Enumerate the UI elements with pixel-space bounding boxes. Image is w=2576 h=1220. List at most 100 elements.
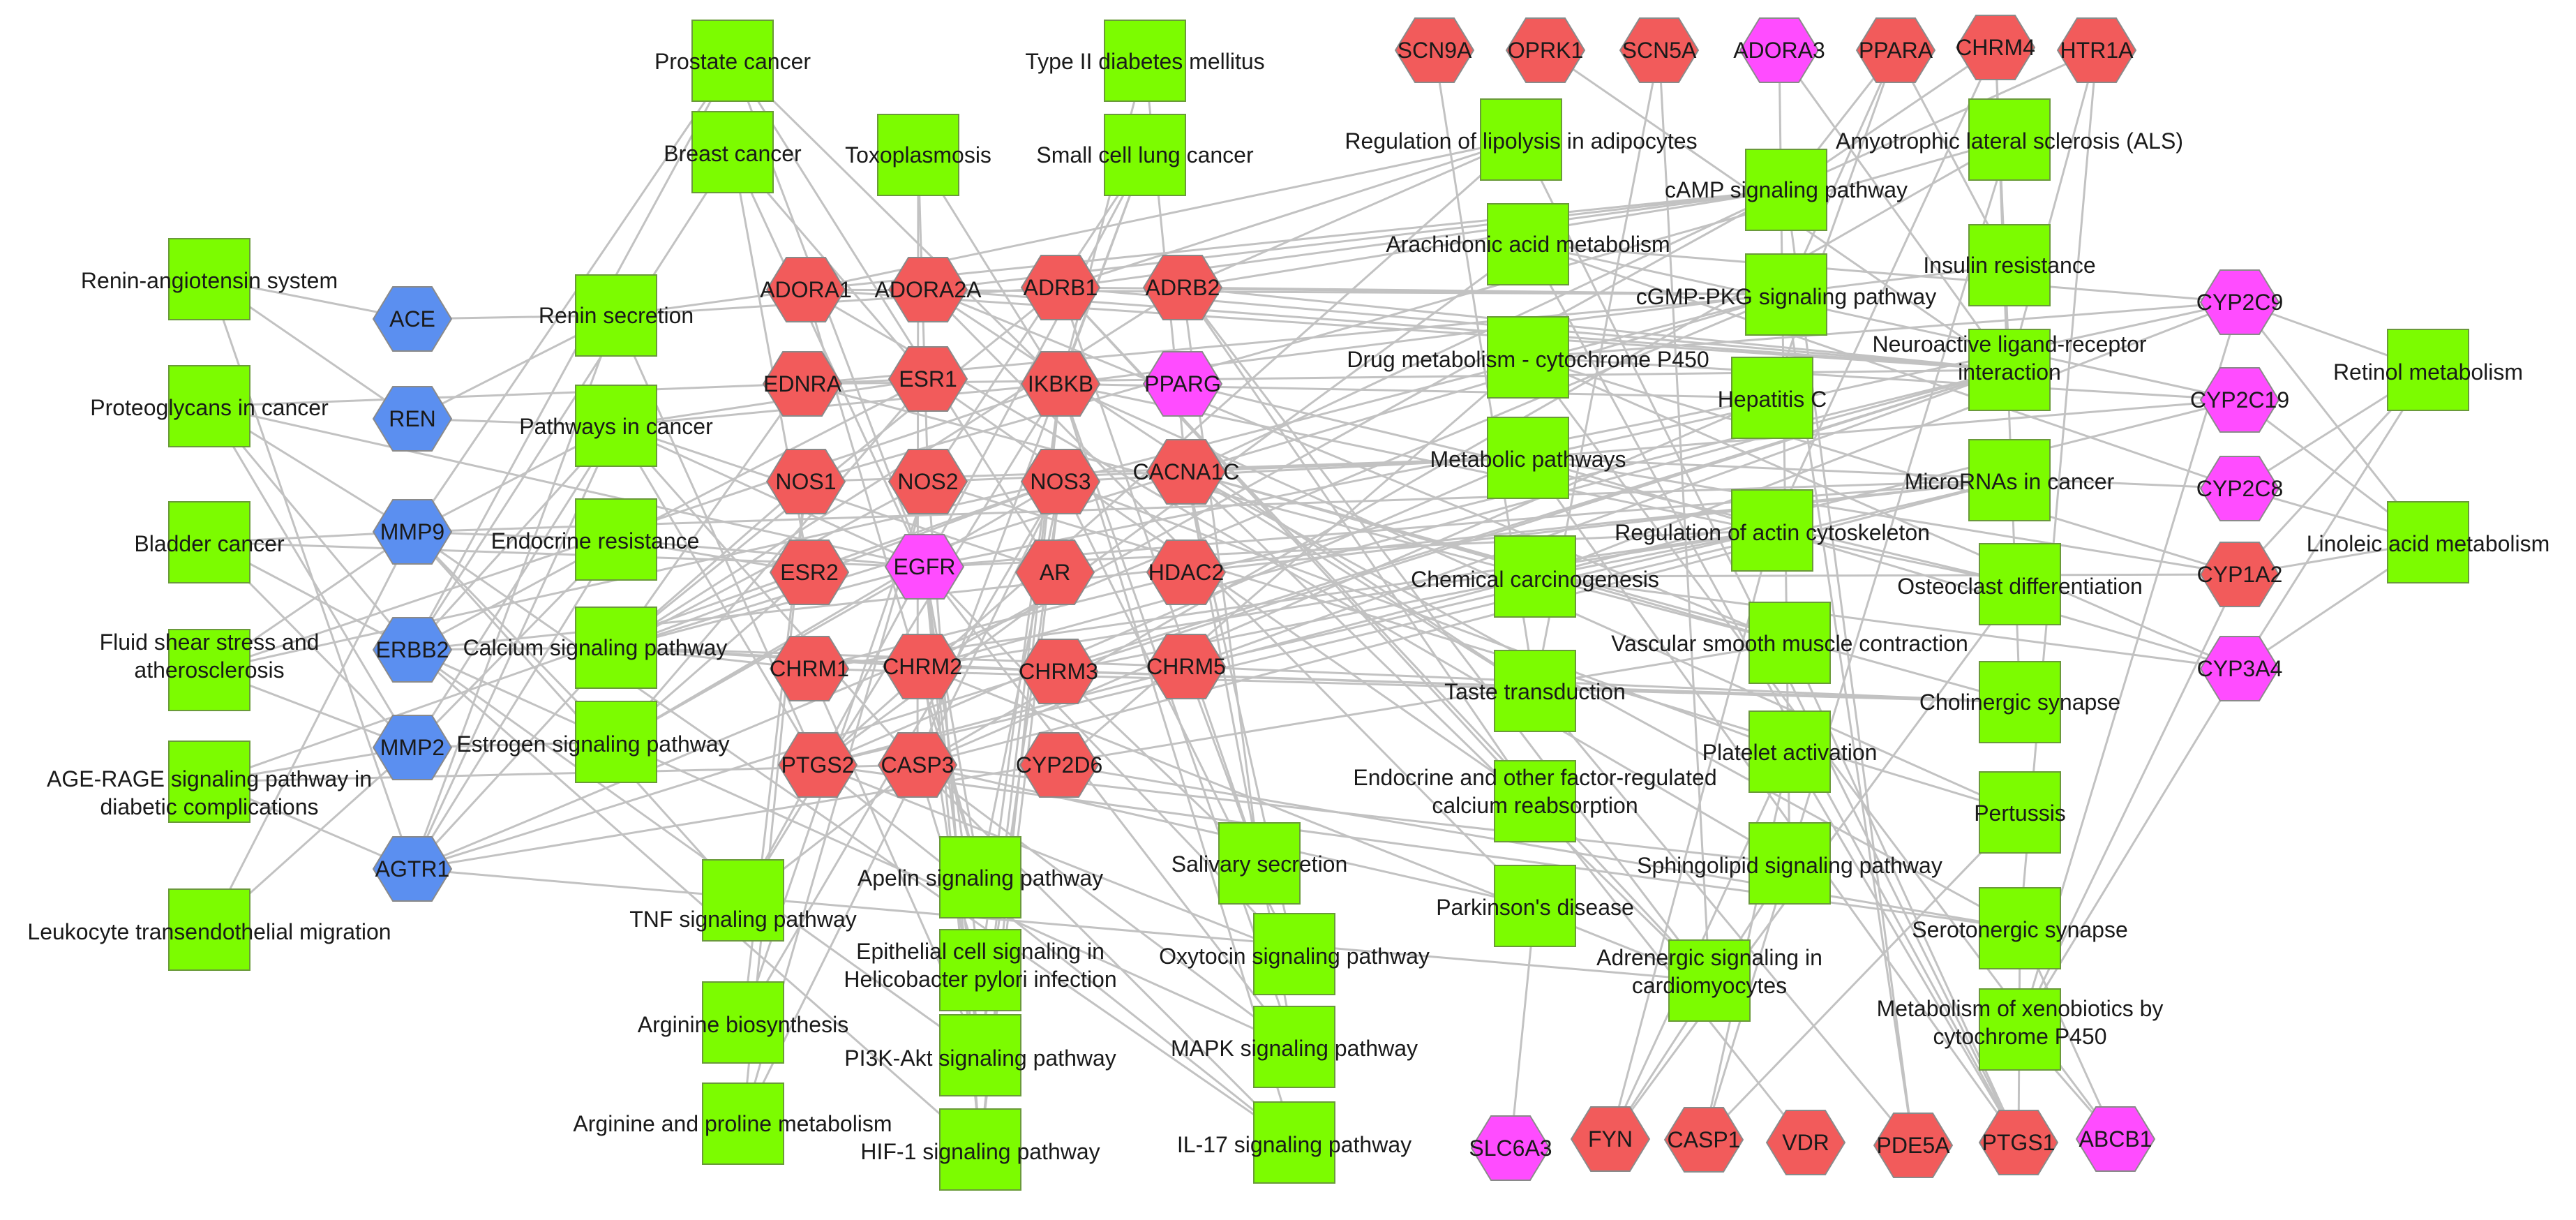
target-hexagon xyxy=(1978,1110,2059,1175)
pathway-square xyxy=(1668,939,1751,1022)
pathway-node-breast: Breast cancer xyxy=(664,111,802,193)
edge xyxy=(1771,47,1997,531)
target-label: CYP2C19 xyxy=(2190,387,2289,412)
pathway-label: Endocrine and other factor-regulated xyxy=(1353,765,1716,790)
pathway-node-calc: Calcium signaling pathway xyxy=(463,607,727,689)
target-hexagon xyxy=(1020,351,1101,417)
pathway-node-drug: Drug metabolism - cytochrome P450 xyxy=(1347,316,1709,399)
edge xyxy=(1534,301,2240,578)
pathway-square xyxy=(691,111,774,193)
edge xyxy=(411,60,734,650)
target-node-chrm4: CHRM4 xyxy=(1955,15,2036,80)
pathway-node-cgmp: cGMP-PKG signaling pathway xyxy=(1636,253,1936,336)
edge xyxy=(1185,470,2021,704)
target-hexagon xyxy=(877,732,958,798)
edge xyxy=(208,406,414,748)
pathway-square xyxy=(1748,602,1831,684)
edge xyxy=(1778,50,2011,371)
target-label: CASP1 xyxy=(1668,1127,1741,1152)
pathway-node-bladder: Bladder cancer xyxy=(134,501,285,583)
target-hexagon xyxy=(2199,636,2280,701)
pathway-label: Regulation of actin cytoskeleton xyxy=(1615,520,1930,545)
pathway-node-endoca: Endocrine and other factor-regulatedcalc… xyxy=(1353,760,1717,842)
pathway-label: Retinol metabolism xyxy=(2333,359,2523,385)
pathway-label: Apelin signaling pathway xyxy=(858,865,1103,891)
pathway-node-leuko: Leukocyte transendothelial migration xyxy=(27,888,391,971)
target-node-cyp3a4: CYP3A4 xyxy=(2197,636,2282,701)
edge xyxy=(411,151,734,650)
edge xyxy=(1527,456,2240,490)
edge xyxy=(1185,470,2021,930)
target-hexagon xyxy=(888,346,968,412)
pathway-label: AGE-RAGE signaling pathway in xyxy=(47,766,372,791)
edge xyxy=(927,154,1146,482)
pathway-node-chemcarc: Chemical carcinogenesis xyxy=(1411,535,1659,618)
edge xyxy=(731,60,1056,573)
pathway-square xyxy=(2387,501,2469,583)
target-node-fyn: FYN xyxy=(1570,1106,1651,1172)
edge xyxy=(1060,138,1522,289)
edge xyxy=(1534,575,2240,670)
target-node-chrm3: CHRM3 xyxy=(1018,639,1099,704)
target-label: SCN5A xyxy=(1622,38,1697,63)
edge xyxy=(731,151,926,567)
target-node-pde5a: PDE5A xyxy=(1873,1113,1954,1178)
pathway-label: Breast cancer xyxy=(664,141,802,166)
target-node-ptgs1: PTGS1 xyxy=(1978,1110,2059,1175)
target-node-nos3: NOS3 xyxy=(1020,449,1101,514)
edge xyxy=(1534,690,1915,1146)
target-hexagon xyxy=(769,636,850,701)
target-label: MMP2 xyxy=(380,735,444,760)
pathway-label: Sphingolipid signaling pathway xyxy=(1637,853,1942,878)
target-hexagon xyxy=(372,499,453,565)
pathway-label: Serotonergic synapse xyxy=(1912,917,2128,942)
edge xyxy=(412,479,2010,533)
pathway-square xyxy=(1494,760,1576,842)
target-label: ADRB1 xyxy=(1024,275,1098,300)
edge xyxy=(1527,243,2240,401)
pathway-square xyxy=(575,498,657,581)
edge xyxy=(1527,457,2020,1143)
pathway-label: Osteoclast differentiation xyxy=(1897,574,2143,599)
pathway-node-proteo: Proteoglycans in cancer xyxy=(90,365,329,447)
pathway-square xyxy=(691,20,774,102)
target-hexagon xyxy=(1142,255,1223,320)
target-label: CASP3 xyxy=(881,752,954,778)
pathway-label: Pertussis xyxy=(1974,801,2066,826)
pathway-square xyxy=(702,1083,784,1165)
pathway-label: Parkinson's disease xyxy=(1436,895,1634,920)
target-label: IKBKB xyxy=(1028,371,1093,396)
target-node-cacna1c: CACNA1C xyxy=(1133,439,1239,505)
pathway-node-hepc: Hepatitis C xyxy=(1718,357,1827,439)
target-hexagon xyxy=(884,534,965,600)
pathway-square xyxy=(939,1014,1021,1096)
target-label: CHRM3 xyxy=(1019,659,1098,684)
pathway-label: cardiomyocytes xyxy=(1632,973,1787,998)
target-hexagon xyxy=(888,257,968,322)
target-hexagon xyxy=(765,257,846,322)
pathway-label: Oxytocin signaling pathway xyxy=(1159,944,1430,969)
pathway-node-cholin: Cholinergic synapse xyxy=(1919,661,2120,743)
pathway-node-endores: Endocrine resistance xyxy=(491,498,699,581)
target-hexagon xyxy=(1018,639,1099,704)
target-node-slc6a3: SLC6A3 xyxy=(1469,1115,1552,1181)
pathway-node-oxy: Oxytocin signaling pathway xyxy=(1159,913,1430,995)
target-node-ren: REN xyxy=(372,386,453,452)
pathway-square xyxy=(702,981,784,1064)
edge xyxy=(731,59,1062,385)
pathway-label: Insulin resistance xyxy=(1923,253,2095,278)
edge xyxy=(1609,530,1774,1140)
target-hexagon xyxy=(1855,17,1936,83)
edge xyxy=(2008,50,2098,371)
pathway-node-toxo: Toxoplasmosis xyxy=(845,114,991,196)
pathway-label: Bladder cancer xyxy=(134,531,285,556)
pathway-node-linol: Linoleic acid metabolism xyxy=(2307,501,2549,583)
target-node-cyp2c8: CYP2C8 xyxy=(2196,456,2283,521)
target-node-adora3: ADORA3 xyxy=(1733,17,1825,83)
edge xyxy=(615,480,929,649)
target-node-cyp2c9: CYP2C9 xyxy=(2196,269,2283,335)
target-label: CHRM4 xyxy=(1956,35,2035,60)
